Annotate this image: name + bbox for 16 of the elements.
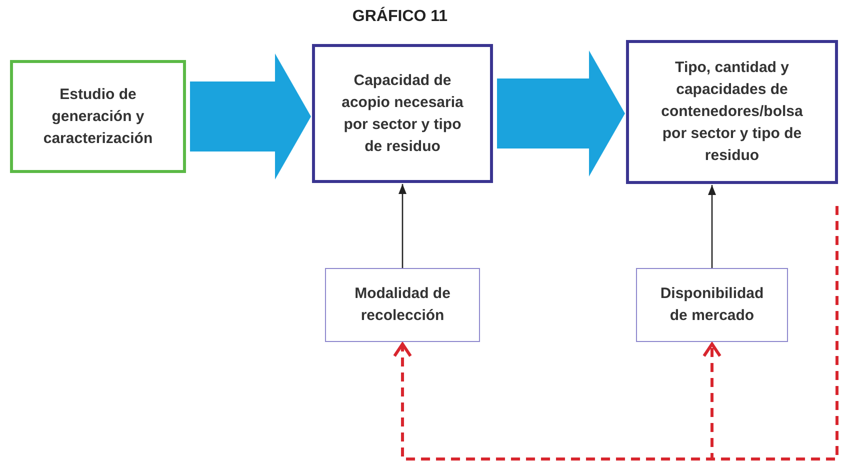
process-box <box>312 44 493 183</box>
box-text: Modalidad de recolección <box>354 284 452 326</box>
input-box <box>325 268 480 342</box>
output-box <box>626 40 838 184</box>
feedback-arrow <box>702 206 838 460</box>
arrow <box>398 184 406 268</box>
input-box <box>10 60 186 173</box>
box-text: Tipo, cantidad y capacidades de contenedores/bolsa por sector y tipo de residuo <box>660 58 804 166</box>
arrow <box>708 185 716 268</box>
input-box <box>636 268 788 342</box>
box-text: Disponibilidad de mercado <box>659 284 765 326</box>
box-text: Capacidad de acopio necesaria por sector y tipo de residuo <box>340 70 464 156</box>
diagram-title: GRÁFICO 11 <box>351 8 449 26</box>
block-arrow <box>190 54 311 180</box>
block-arrow <box>497 50 625 176</box>
box-text: Estudio de generación y caracterización <box>42 84 154 148</box>
